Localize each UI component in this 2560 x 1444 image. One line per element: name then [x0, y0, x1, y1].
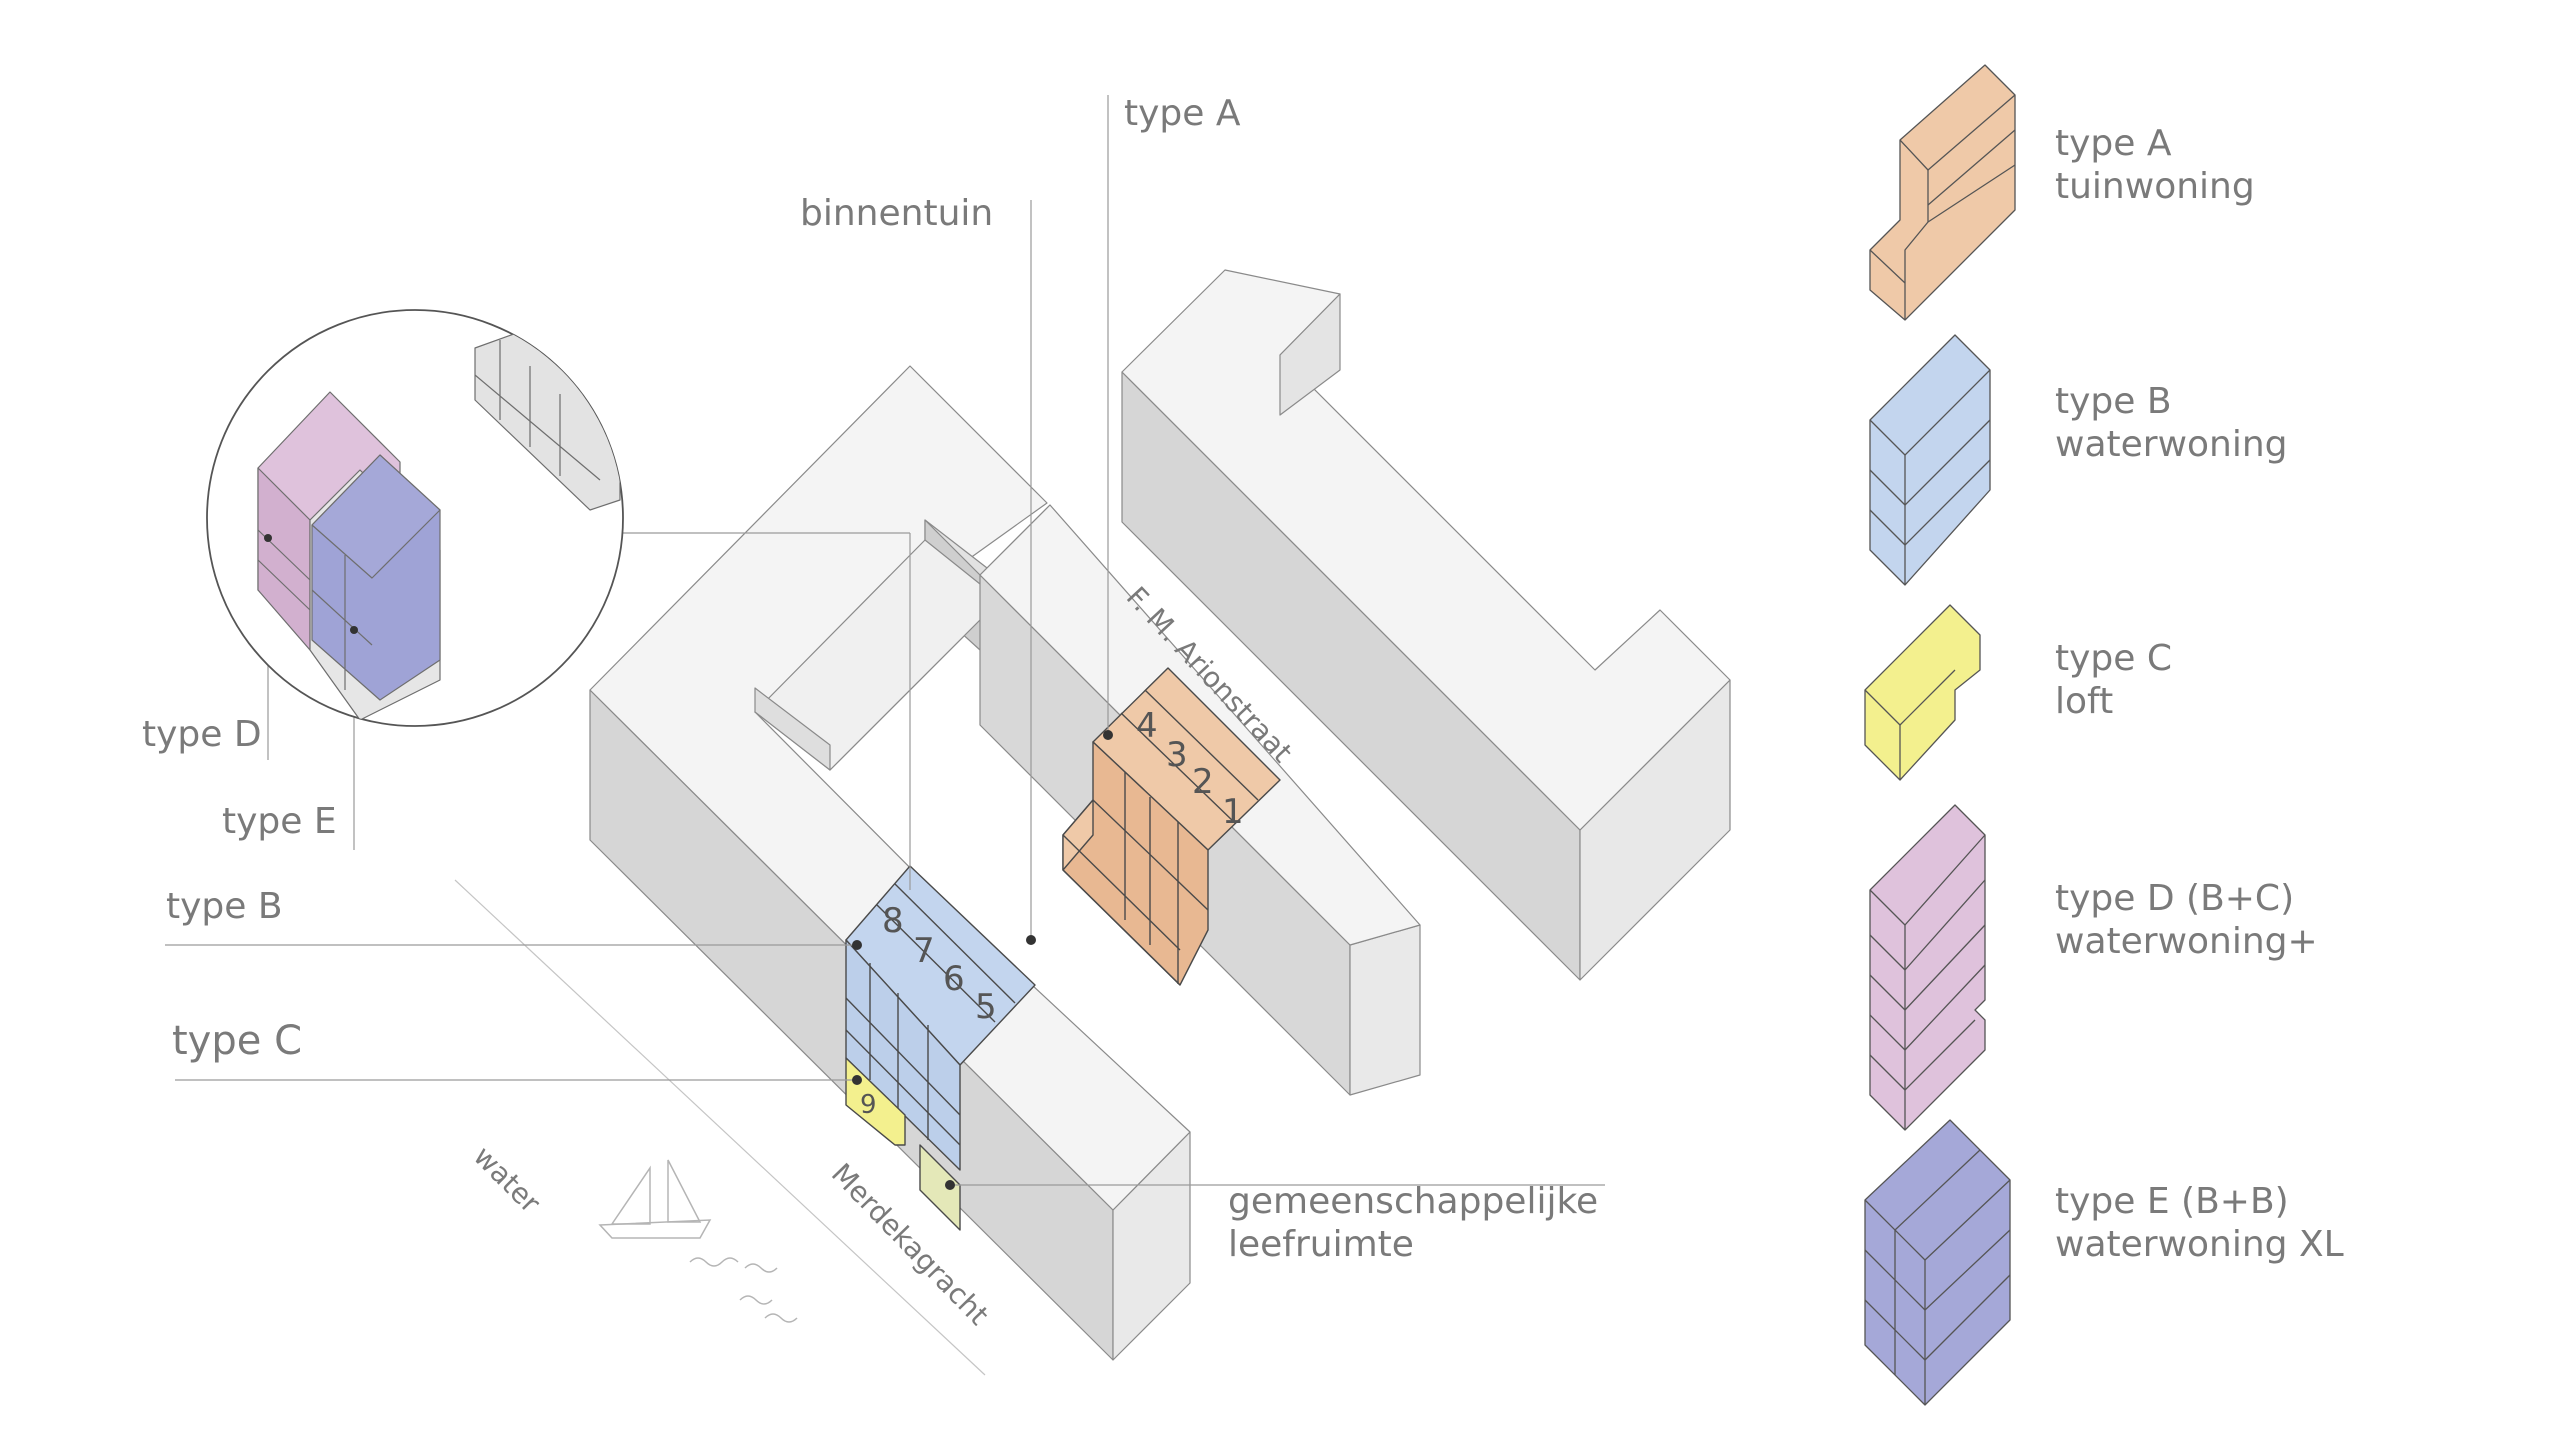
type-a-grid: [1092, 799, 1209, 911]
unit-numbers: 1 2 3 4 5 6 7 8 9: [860, 706, 1244, 1120]
unit-number-2: 2: [1192, 762, 1214, 802]
legend-title-type-b: type B: [2055, 381, 2172, 422]
zoom-dot-e: [350, 626, 358, 634]
zoom-dot-d: [264, 534, 272, 542]
label-type-c: type C: [172, 1018, 302, 1064]
label-binnentuin: binnentuin: [800, 193, 994, 234]
type-a-units: [1062, 667, 1281, 986]
zoom-type-e-top: [311, 454, 441, 579]
label-gemeenschappelijke-line2: leefruimte: [1228, 1224, 1414, 1265]
legend-title-type-d: type D (B+C): [2055, 878, 2295, 919]
legend-subtitle-type-b: waterwoning: [2055, 424, 2288, 465]
type-a-grid: [1144, 689, 1259, 801]
legend-title-type-c: type C: [2055, 638, 2172, 679]
legend-subtitle-type-c: loft: [2055, 681, 2114, 722]
label-gemeenschappelijke-line1: gemeenschappelijke: [1228, 1181, 1599, 1222]
label-type-e: type E: [222, 801, 337, 842]
legend-title-type-e: type E (B+B): [2055, 1181, 2289, 1222]
legend-title-type-a: type A: [2055, 123, 2172, 164]
legend-icon-type-b: [1869, 334, 1991, 586]
unit-number-4: 4: [1136, 706, 1158, 746]
unit-number-8: 8: [882, 901, 904, 941]
building-u-top: [589, 365, 1191, 1211]
unit-number-9: 9: [860, 1090, 877, 1120]
legend-item-type-b: type B waterwoning: [2055, 380, 2288, 466]
legend-item-type-c: type C loft: [2055, 637, 2172, 723]
l-block-top: [1121, 269, 1731, 831]
legend-icon-type-d: [1869, 804, 1986, 1131]
type-a-grid: [1120, 712, 1236, 824]
building-u-court-side: [754, 687, 831, 771]
type-a-step: [1062, 799, 1094, 871]
canal-edge-line: [454, 879, 986, 1376]
type-b-front: [845, 939, 961, 1171]
type-b-grid: [845, 1029, 961, 1146]
legend-icon-type-c: [1864, 604, 1981, 781]
label-type-b: type B: [166, 886, 283, 927]
type-b-units: [845, 865, 1036, 1171]
type-b-grid: [876, 904, 996, 1023]
unit-number-6: 6: [943, 959, 965, 999]
leader-dots: [852, 730, 1113, 1190]
label-type-d: type D: [142, 714, 262, 755]
unit-number-7: 7: [913, 931, 935, 971]
unit-number-5: 5: [975, 987, 997, 1027]
type-b-grid: [845, 997, 961, 1116]
legend-item-type-e: type E (B+B) waterwoning XL: [2055, 1180, 2344, 1266]
unit-number-3: 3: [1166, 735, 1188, 775]
type-b-grid: [894, 883, 1016, 1004]
legend-item-type-a: type A tuinwoning: [2055, 122, 2255, 208]
unit-number-1: 1: [1222, 792, 1244, 832]
legend-subtitle-type-d: waterwoning+: [2055, 921, 2318, 962]
legend-item-type-d: type D (B+C) waterwoning+: [2055, 877, 2318, 963]
legend-icons: [1864, 64, 2016, 1406]
label-water: water: [467, 1140, 547, 1220]
building-l-block: [1121, 269, 1731, 981]
legend-subtitle-type-a: tuinwoning: [2055, 166, 2255, 207]
legend-subtitle-type-e: waterwoning XL: [2055, 1224, 2344, 1265]
type-c-lower: [919, 1144, 961, 1231]
boat-sketch: [598, 1159, 798, 1323]
zoom-detail-circle: [206, 309, 624, 727]
legend-icon-type-a: [1869, 64, 2016, 321]
middle-bar-right-face: [1349, 924, 1421, 1096]
label-gemeenschappelijke: gemeenschappelijke leefruimte: [1228, 1180, 1598, 1266]
legend-icon-type-e: [1864, 1119, 2011, 1406]
label-type-a: type A: [1124, 93, 1241, 134]
type-a-grid: [1062, 869, 1181, 986]
l-block-notch: [1279, 293, 1341, 416]
type-a-grid: [1062, 834, 1181, 951]
